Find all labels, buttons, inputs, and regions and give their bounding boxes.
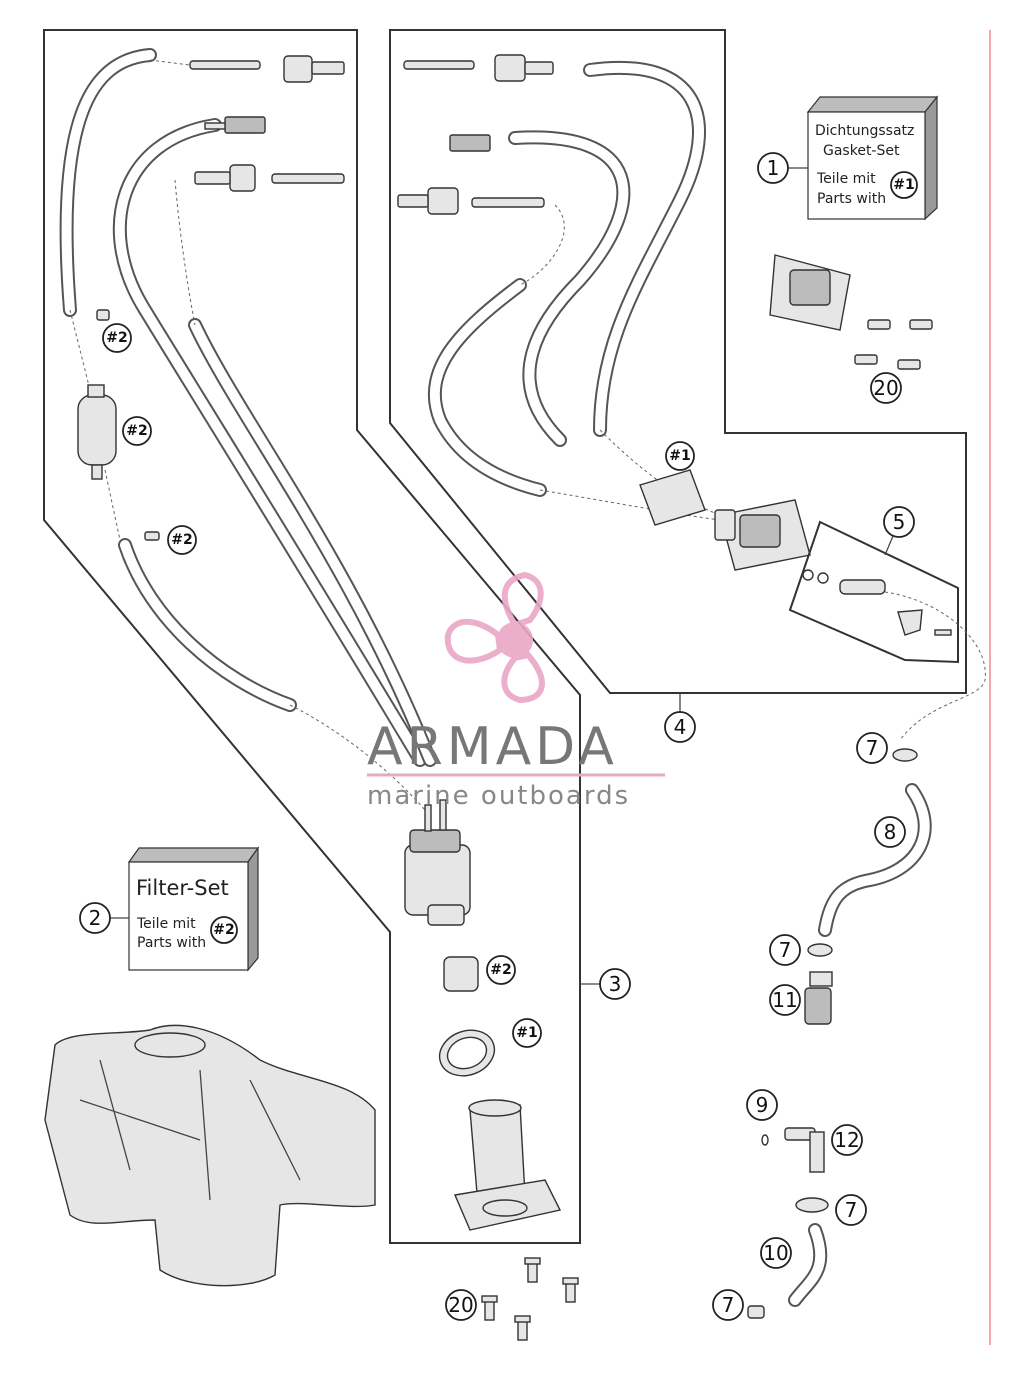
- svg-text:2: 2: [89, 906, 102, 930]
- callout-7-b: 7: [769, 934, 801, 966]
- svg-text:#1: #1: [669, 448, 690, 464]
- callout-4: 4: [664, 711, 696, 743]
- screws-20: [481, 1257, 579, 1341]
- filter-set-ref: #2: [213, 922, 234, 938]
- svg-text:20: 20: [448, 1293, 473, 1317]
- ref-1-b: #1: [665, 441, 695, 471]
- filter-set-line2: Parts with: [137, 935, 206, 951]
- callout-7-d: 7: [712, 1289, 744, 1321]
- flange-top-right: [769, 254, 933, 370]
- svg-text:#2: #2: [490, 962, 511, 978]
- svg-text:3: 3: [609, 972, 622, 996]
- ref-1-a: #1: [512, 1018, 542, 1048]
- svg-text:11: 11: [772, 988, 797, 1012]
- svg-text:1: 1: [767, 156, 780, 180]
- filter-set-line1: Teile mit: [136, 916, 196, 932]
- right-connectors: [397, 54, 554, 215]
- watermark-logo: [444, 571, 545, 704]
- gasket-set-line4: Parts with: [817, 191, 886, 207]
- callout-2: 2: [79, 902, 111, 934]
- tank-flange-4: [639, 469, 811, 571]
- svg-text:9: 9: [756, 1093, 769, 1117]
- svg-text:7: 7: [866, 736, 879, 760]
- filter-set-title: Filter-Set: [136, 876, 229, 900]
- gasket-set-line1: Dichtungssatz: [815, 123, 914, 139]
- fuel-pump: [404, 799, 471, 926]
- callout-9: 9: [746, 1089, 778, 1121]
- assembly-5-frame: [788, 520, 959, 664]
- gasket-set-line2: Gasket-Set: [823, 143, 900, 159]
- svg-text:20: 20: [873, 376, 898, 400]
- gasket-set-ref: #1: [893, 177, 914, 193]
- filter-set-box: Filter-Set Teile mit Parts with #2: [110, 846, 260, 972]
- callout-10: 10: [760, 1237, 792, 1269]
- callout-7-c: 7: [835, 1194, 867, 1226]
- callout-20-b: 20: [445, 1289, 477, 1321]
- left-hoses: [59, 48, 437, 811]
- callout-8: 8: [874, 816, 906, 848]
- ref-2-a: #2: [102, 323, 132, 353]
- ref-2-b: #2: [122, 416, 152, 446]
- callout-1: 1: [757, 152, 789, 184]
- fuel-tank: [44, 1024, 376, 1287]
- assembly-3-frame: [43, 29, 581, 1244]
- svg-text:10: 10: [763, 1241, 788, 1265]
- watermark-subtitle: marine outboards: [367, 781, 630, 811]
- svg-text:8: 8: [884, 820, 897, 844]
- svg-text:5: 5: [893, 510, 906, 534]
- svg-text:#1: #1: [516, 1025, 537, 1041]
- svg-text:7: 7: [845, 1198, 858, 1222]
- svg-text:12: 12: [834, 1128, 859, 1152]
- gasket-set-box: Dichtungssatz Gasket-Set Teile mit Parts…: [788, 95, 939, 221]
- right-hoses: [427, 60, 721, 521]
- svg-text:7: 7: [722, 1293, 735, 1317]
- left-connectors: [189, 55, 345, 192]
- callout-3: 3: [599, 968, 631, 1000]
- pump-parts: [438, 956, 562, 1231]
- loose-parts-right: [747, 748, 932, 1319]
- svg-text:#2: #2: [171, 532, 192, 548]
- fuel-filter: [77, 309, 160, 541]
- callout-12: 12: [831, 1124, 863, 1156]
- gasket-set-line3: Teile mit: [816, 171, 876, 187]
- assembly-5-parts: [802, 569, 986, 741]
- callout-20-a: 20: [870, 372, 902, 404]
- callout-11: 11: [769, 984, 801, 1016]
- svg-text:4: 4: [674, 715, 687, 739]
- svg-text:7: 7: [779, 938, 792, 962]
- assembly-4-frame: [389, 29, 967, 694]
- callout-5-leader: [884, 535, 894, 556]
- callout-7-a: 7: [856, 732, 888, 764]
- ref-2-c: #2: [167, 525, 197, 555]
- ref-2-d: #2: [486, 955, 516, 985]
- watermark-title: ARMADA: [367, 717, 618, 777]
- callout-5: 5: [883, 506, 915, 538]
- svg-text:#2: #2: [126, 423, 147, 439]
- svg-text:#2: #2: [106, 330, 127, 346]
